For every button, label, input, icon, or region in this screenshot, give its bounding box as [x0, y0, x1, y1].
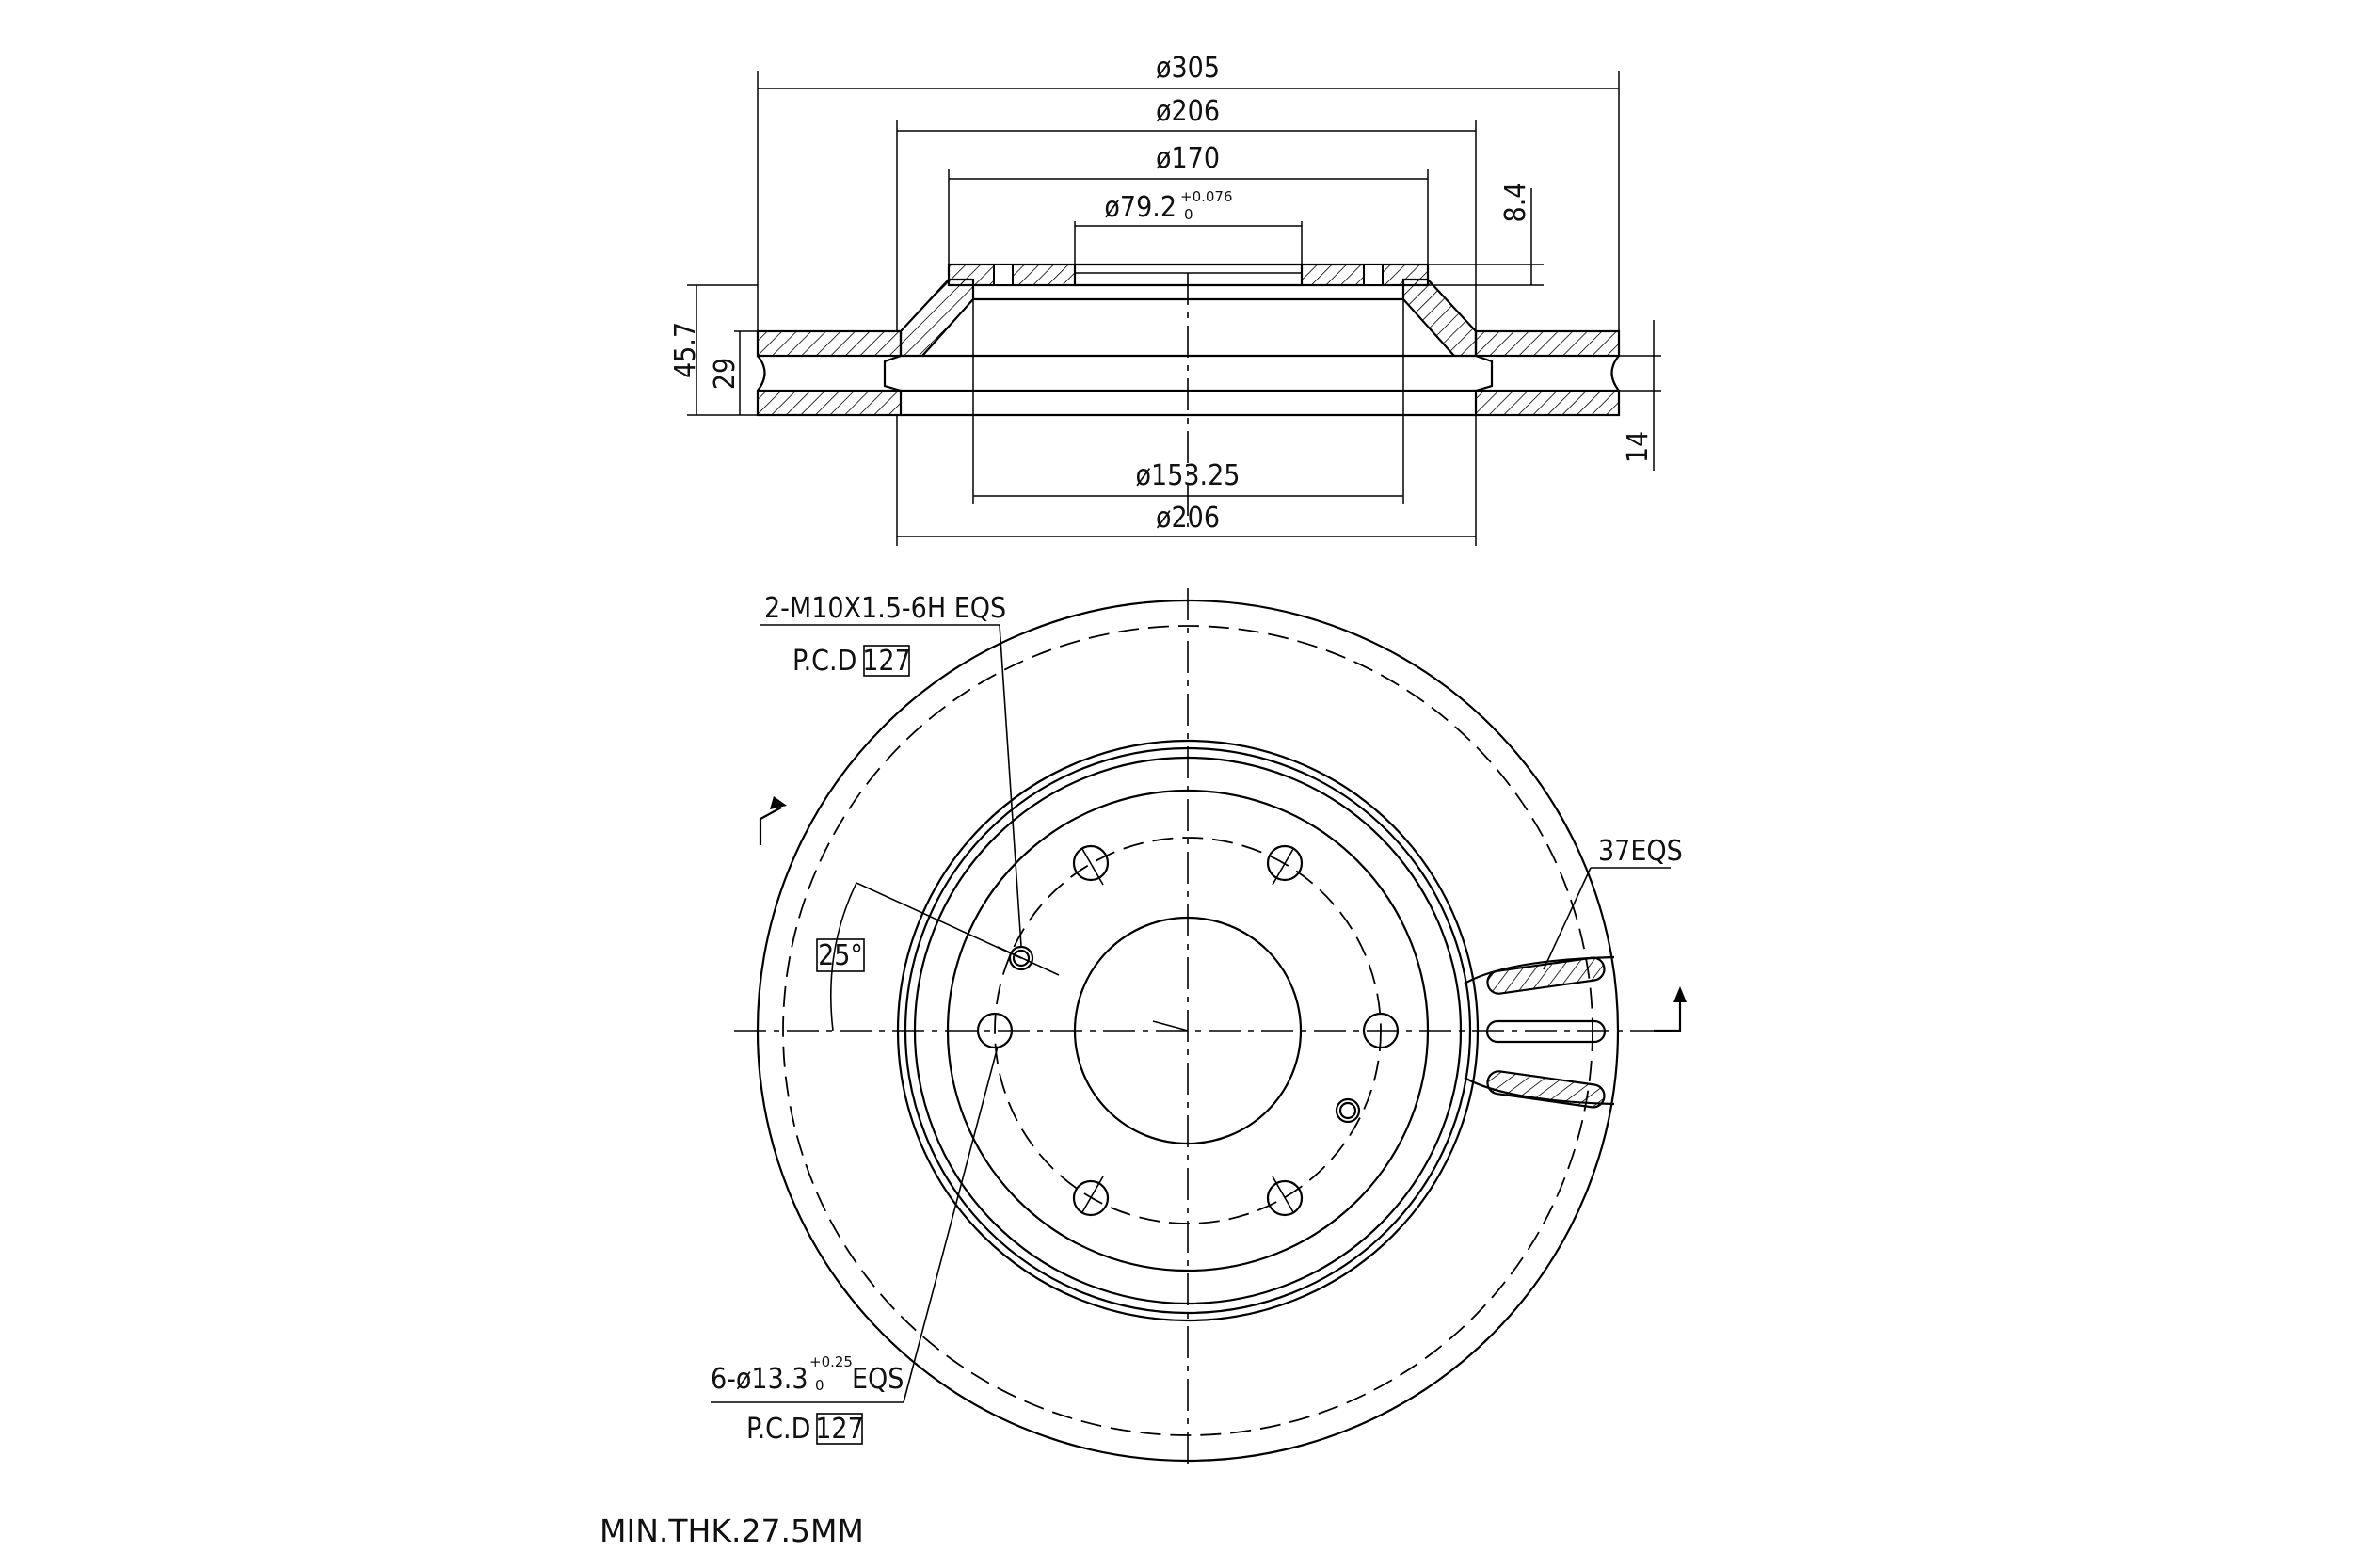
- callout-bolt-holes: 6-ø13.3: [711, 1363, 808, 1396]
- dim-29: 29: [709, 358, 742, 390]
- vent-slot: [1485, 1019, 1607, 1044]
- hat-outer-circle-2: [904, 746, 1472, 1315]
- hub-face-circle: [946, 789, 1430, 1272]
- bore-mark: [1152, 1020, 1189, 1032]
- callout-pcd-label-2: P.C.D: [746, 1413, 810, 1446]
- vent-slot: [1486, 1070, 1606, 1109]
- front-view: 25° 2-M10X1.5-6H EQS P.C.D 127 37EQS 6-ø…: [711, 588, 1687, 1468]
- dim-79-tol-upper: +0.076: [1180, 188, 1233, 205]
- section-arrow-right: [1654, 998, 1682, 1032]
- hat-bolt-hole-right: [1363, 264, 1384, 286]
- right-vent-inner: [1475, 354, 1494, 392]
- angle-line: [856, 882, 1022, 959]
- dim-305: ø305: [1156, 52, 1220, 85]
- left-hat-wall: [899, 278, 975, 358]
- callout-threaded-holes: 2-M10X1.5-6H EQS: [764, 592, 1006, 625]
- callout-leader-vents: [1543, 867, 1592, 970]
- pcd-box-2: [816, 1413, 863, 1445]
- section-arrow-left: [759, 807, 782, 845]
- disc-outer-circle: [756, 599, 1620, 1463]
- dim-79-2: ø79.2: [1104, 191, 1176, 224]
- right-vent-edge: [1610, 355, 1620, 392]
- angle-box: [816, 938, 865, 972]
- hat-bolt-hole-left: [993, 264, 1014, 286]
- dim-79-tol-lower: 0: [1184, 206, 1193, 223]
- callout-bolt-tol-lower: 0: [815, 1377, 824, 1394]
- vent-slot: [1486, 956, 1606, 995]
- pcd-circle: [994, 837, 1382, 1224]
- left-vent-inner: [883, 354, 902, 392]
- callout-pcd-value-2: 127: [815, 1413, 864, 1446]
- right-inner-plate: [1474, 389, 1621, 417]
- dim-153-25: ø153.25: [1136, 459, 1241, 492]
- angle-arc: [829, 882, 857, 1032]
- bolt-hole: [1072, 1179, 1110, 1217]
- callout-pcd-value-1: 127: [862, 645, 911, 678]
- vent-cutaway: [1464, 955, 1615, 1109]
- callout-bolt-suffix: EQS: [852, 1363, 904, 1396]
- dim-45-7: 45.7: [669, 322, 702, 378]
- pcd-box-1: [863, 645, 910, 677]
- callout-vents: 37EQS: [1598, 835, 1683, 868]
- bolt-hole: [1362, 1012, 1400, 1049]
- threaded-hole: [1335, 1097, 1361, 1124]
- threaded-hole-inner: [1338, 1101, 1357, 1120]
- callout-leader-bolt: [903, 1046, 999, 1403]
- left-vent-edge: [757, 355, 766, 392]
- center-bore: [1073, 916, 1303, 1145]
- dim-206-bottom: ø206: [1156, 502, 1220, 535]
- threaded-hole: [1008, 945, 1034, 971]
- bolt-hole: [1266, 844, 1304, 882]
- hat-wall-circle: [913, 756, 1463, 1305]
- hat-outer-circle: [896, 739, 1480, 1322]
- angle-label: 25°: [818, 939, 863, 972]
- dim-8-4: 8.4: [1499, 183, 1532, 223]
- dim-170: ø170: [1156, 142, 1220, 175]
- bolt-hole: [1072, 844, 1110, 882]
- bolt-hole: [1266, 1179, 1304, 1217]
- callout-pcd-label-1: P.C.D: [792, 645, 856, 678]
- min-thickness-note: MIN.THK.27.5MM: [600, 1512, 864, 1549]
- bolt-holes: [976, 844, 1400, 1217]
- callout-bolt-tol-upper: +0.25: [809, 1353, 853, 1370]
- dim-14: 14: [1622, 431, 1655, 463]
- bolt-hole: [976, 1012, 1014, 1049]
- right-hat-wall: [1401, 278, 1478, 358]
- left-outer-plate: [756, 329, 903, 358]
- threaded-hole-inner: [1012, 949, 1031, 968]
- left-inner-plate: [756, 389, 903, 417]
- callout-leader-threaded: [999, 624, 1022, 947]
- friction-outer-dashed: [782, 625, 1593, 1436]
- section-view: ø305 ø206 ø170 ø79.2 +0.076 0 ø153.25 ø2…: [669, 52, 1661, 546]
- right-outer-plate: [1474, 329, 1621, 358]
- dim-206-top: ø206: [1156, 95, 1220, 128]
